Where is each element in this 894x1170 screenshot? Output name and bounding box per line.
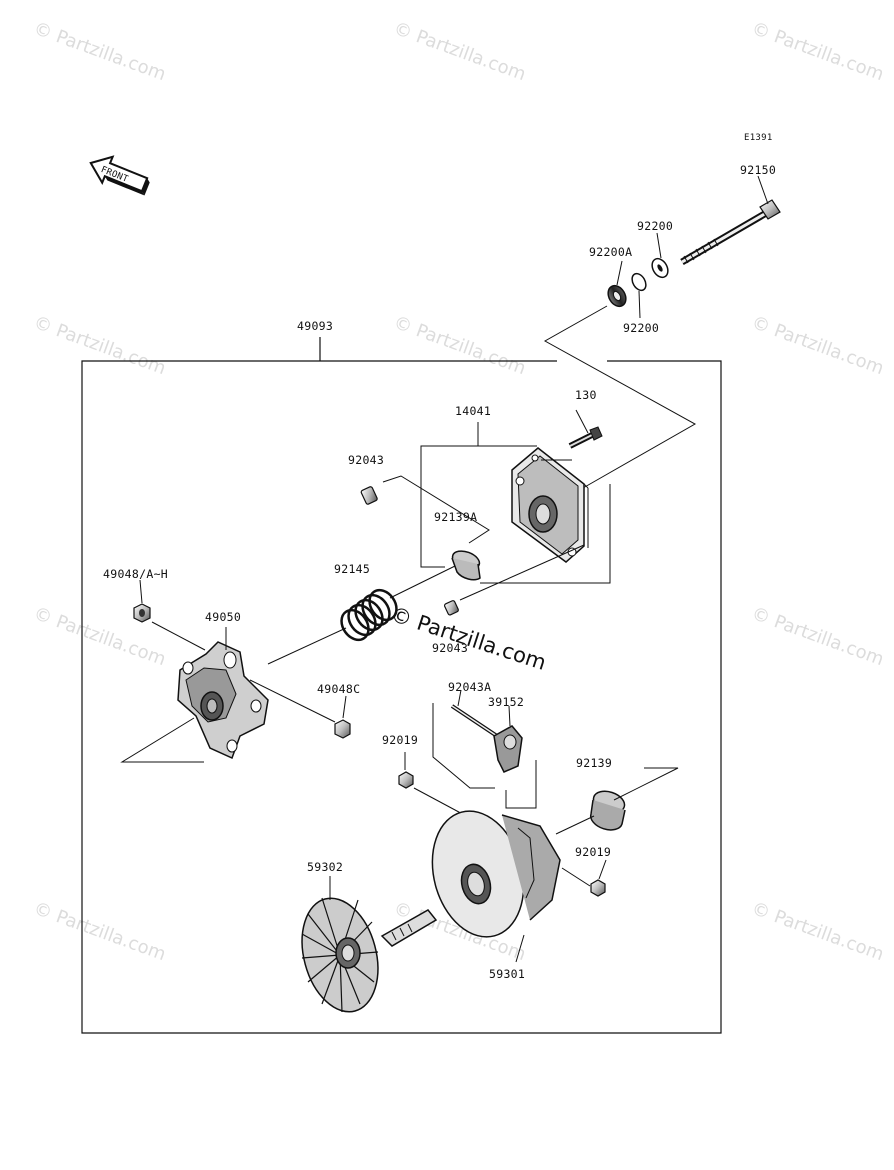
spider-49050 <box>177 641 269 760</box>
nut-92019-lower <box>590 879 606 897</box>
washer-92200-lower <box>631 272 647 292</box>
part-label-14041: 14041 <box>455 404 492 418</box>
part-label-39152: 39152 <box>488 695 525 709</box>
part-label-92145: 92145 <box>334 562 371 576</box>
sheave-59301 <box>431 810 561 938</box>
pin-92043-lower <box>443 600 459 616</box>
diagram-code: E1391 <box>744 133 773 143</box>
sheave-59302 <box>301 897 438 1013</box>
part-label-92139: 92139 <box>576 756 613 770</box>
nut-49048C <box>334 719 351 739</box>
part-label-49050: 49050 <box>205 610 242 624</box>
bolt-92150 <box>680 199 781 266</box>
part-label-49093: 49093 <box>297 319 334 333</box>
nut-49048 <box>133 603 151 623</box>
nut-92019 <box>398 771 414 789</box>
part-label-92043: 92043 <box>348 453 385 467</box>
part-label-92019-lower: 92019 <box>575 845 612 859</box>
part-label-59301: 59301 <box>489 967 526 981</box>
part-label-49048C: 49048C <box>317 682 361 696</box>
part-label-92200A: 92200A <box>589 245 633 259</box>
assembly-frame <box>81 337 722 1034</box>
housing-14041 <box>511 447 589 563</box>
nut-92200A <box>607 284 627 308</box>
front-arrow-icon <box>89 155 150 196</box>
weight-39152 <box>493 725 523 773</box>
part-label-59302: 59302 <box>307 860 344 874</box>
part-label-92019: 92019 <box>382 733 419 747</box>
bolt-130 <box>568 426 603 449</box>
part-label-92043A: 92043A <box>448 680 492 694</box>
spring-92145 <box>340 588 398 642</box>
part-label-49048AH: 49048/A~H <box>103 567 169 581</box>
part-label-130: 130 <box>575 388 597 402</box>
part-label-92139A: 92139A <box>434 510 478 524</box>
bushing-92139 <box>589 790 626 831</box>
part-label-92200-top: 92200 <box>637 219 674 233</box>
pin-92043 <box>360 486 378 505</box>
part-label-92200-bottom: 92200 <box>623 321 660 335</box>
part-label-92043-lower: 92043 <box>432 641 469 655</box>
part-label-92150: 92150 <box>740 163 777 177</box>
bushing-92139A <box>451 550 481 581</box>
